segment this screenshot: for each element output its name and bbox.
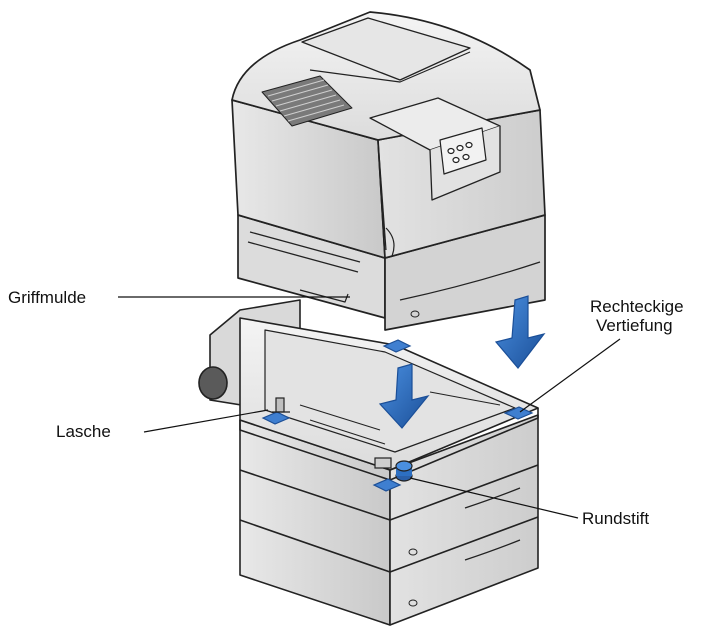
arrow-down-right [494,295,546,369]
label-vertiefung-line2: Vertiefung [596,316,673,335]
recess-left-front [261,411,291,425]
recess-front [372,478,402,492]
label-rechteckige-line1: Rechteckige [590,297,684,316]
operator-panel [439,127,487,175]
vent-grille [198,366,228,400]
lower-drawer-stack [239,414,539,626]
recess-right [503,406,534,420]
leader-rechteckige-vertiefung [519,338,621,413]
printer-unit [231,11,546,331]
locating-pin [374,457,413,482]
leader-lines [118,296,621,519]
recess-rear [382,339,412,353]
arrow-down-center [378,363,430,429]
label-lasche: Lasche [56,422,111,441]
alignment-recesses [261,339,534,492]
top-vent [261,75,353,127]
upper-tray [198,299,539,481]
leader-lasche [143,409,269,433]
tab-latch [272,397,290,413]
label-rundstift: Rundstift [582,509,650,528]
label-rechteckige-vertiefung: Rechteckige Vertiefung [590,297,684,335]
drawer-right-face [389,414,539,626]
label-griffmulde: Griffmulde [8,288,87,307]
leader-rundstift [409,477,579,519]
